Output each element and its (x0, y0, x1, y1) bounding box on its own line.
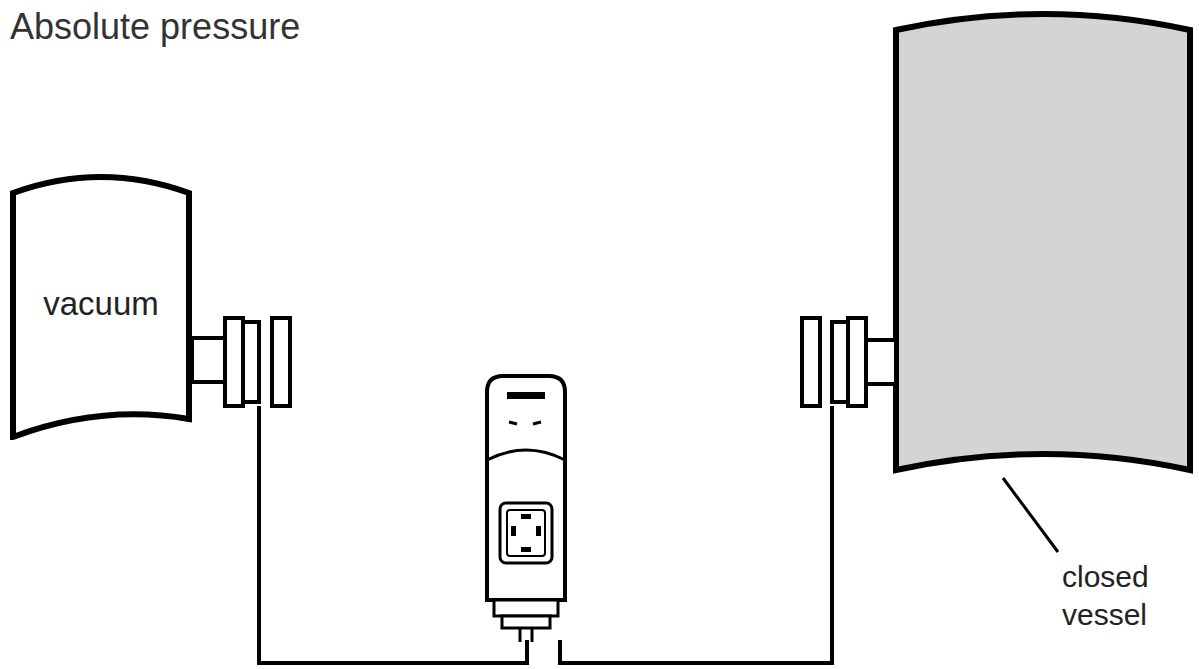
pressure-transmitter (487, 376, 565, 642)
callout-label: closed vessel (1062, 558, 1192, 633)
flange (848, 318, 866, 406)
capillary-line (560, 406, 832, 663)
diagram-title: Absolute pressure (10, 6, 300, 48)
leader-line (1003, 478, 1058, 552)
flange (243, 322, 259, 402)
vessel-neck (866, 340, 896, 384)
flange (225, 318, 243, 406)
flange (832, 322, 848, 402)
vessel-node: vacuum (10, 172, 192, 440)
vessel-label: vacuum (43, 285, 159, 323)
vessel-neck (192, 338, 225, 382)
closed-vessel (896, 14, 1190, 470)
flange (802, 318, 820, 406)
flange (272, 318, 290, 406)
